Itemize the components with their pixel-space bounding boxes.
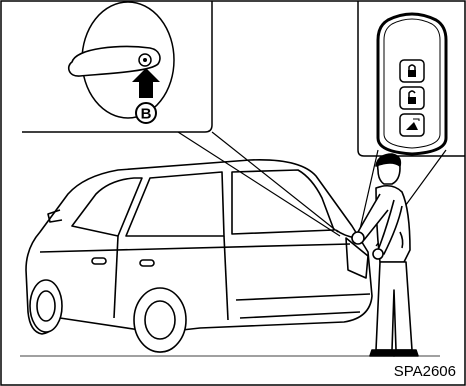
arrow-up-icon: [132, 68, 160, 98]
figure-code: SPA2606: [394, 363, 456, 380]
leader-line-handle: [212, 132, 338, 232]
callout-b-letter: B: [141, 106, 152, 123]
vehicle: [26, 160, 372, 352]
fob-inset: [358, 1, 465, 156]
handle-inset: B: [22, 1, 212, 132]
person: [352, 154, 418, 356]
